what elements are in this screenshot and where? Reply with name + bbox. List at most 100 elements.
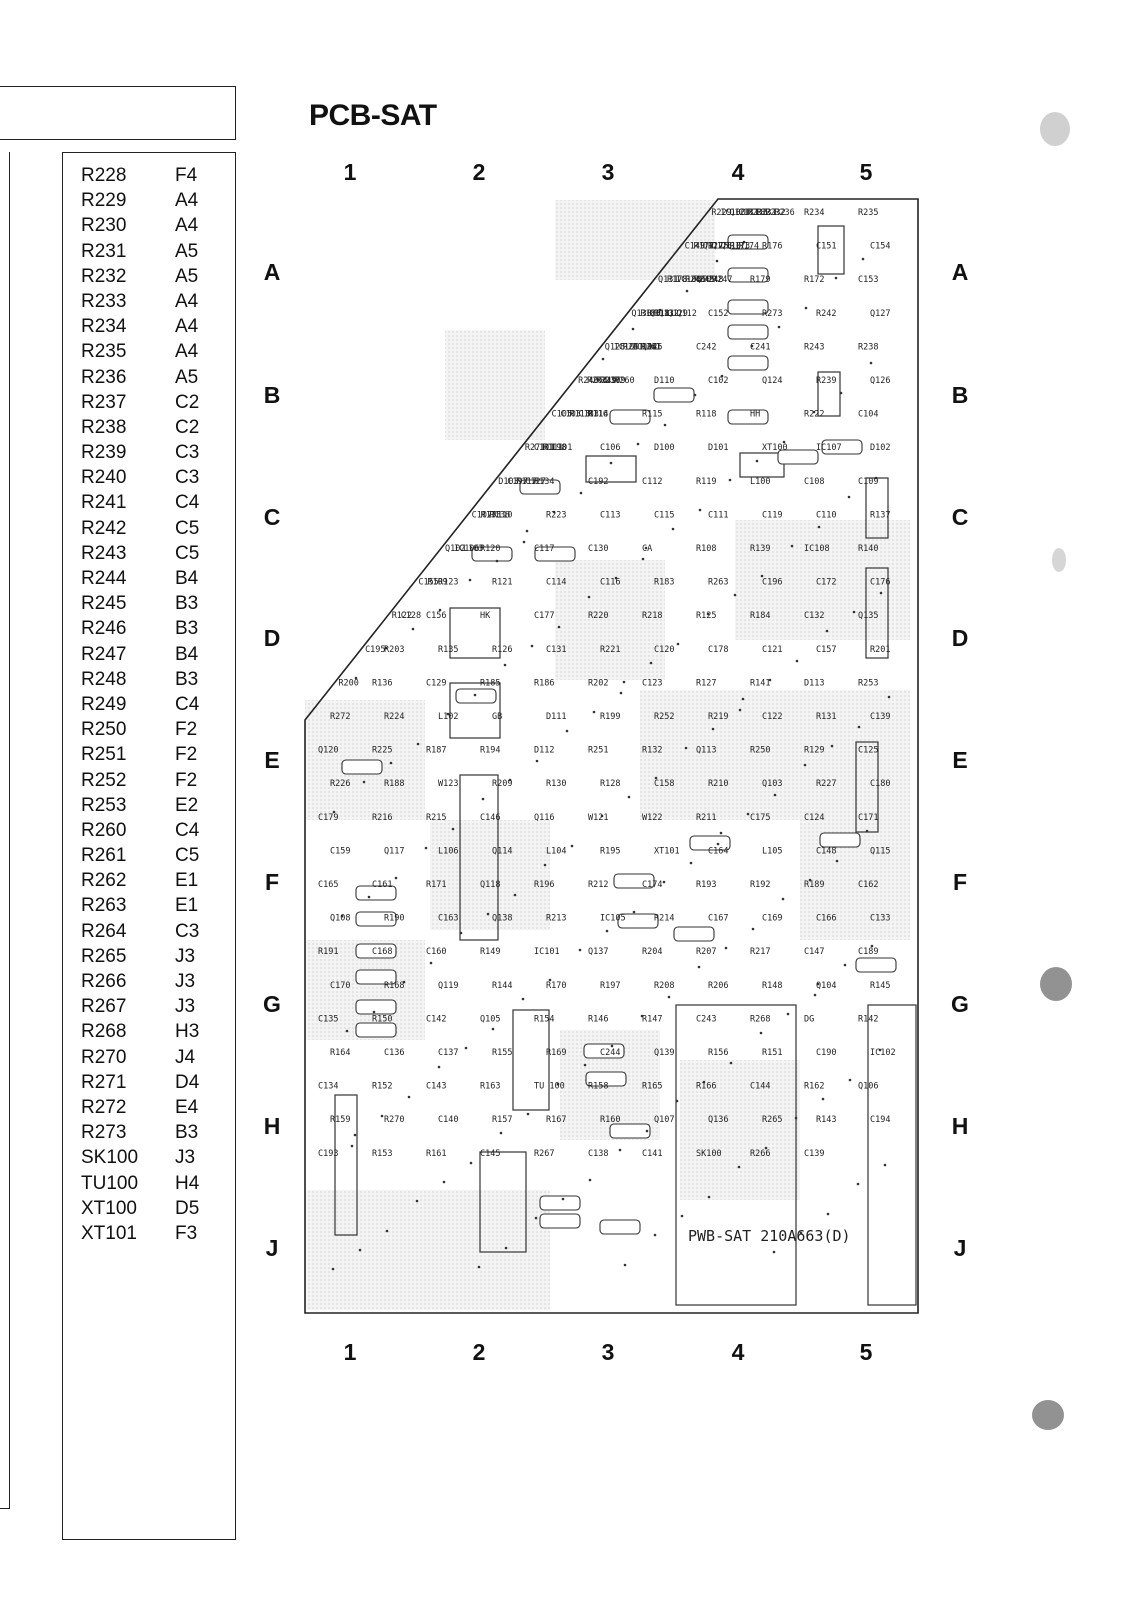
solder-pad bbox=[618, 1148, 622, 1152]
solder-pad bbox=[610, 1044, 614, 1048]
component-label: C181 bbox=[738, 208, 758, 218]
component-label: R117 bbox=[516, 477, 536, 487]
component-label: R172 bbox=[804, 275, 824, 285]
component-label: W122 bbox=[642, 813, 662, 823]
component-label: R136 bbox=[372, 678, 392, 688]
component-label: C112 bbox=[642, 477, 662, 487]
chip-footprint bbox=[449, 682, 501, 739]
component-label: R181 bbox=[654, 309, 674, 319]
solder-pad bbox=[760, 574, 764, 578]
component-label: C152 bbox=[708, 309, 728, 319]
component-label: C107 bbox=[472, 510, 492, 520]
component-label: R186 bbox=[534, 678, 554, 688]
solder-pad bbox=[689, 861, 693, 865]
component-label: C139 bbox=[804, 1149, 824, 1159]
transistor-body bbox=[534, 546, 576, 562]
binder-hole-mark bbox=[1032, 1400, 1064, 1430]
component-label: R132 bbox=[642, 746, 662, 756]
chip-footprint bbox=[817, 225, 845, 275]
transistor-body bbox=[727, 267, 769, 283]
transistor-body bbox=[355, 885, 397, 901]
component-label: R263 bbox=[708, 578, 728, 588]
component-label: R233 bbox=[747, 208, 767, 218]
solder-pad bbox=[684, 746, 688, 750]
solder-pad bbox=[773, 793, 777, 797]
solder-pad bbox=[557, 625, 561, 629]
component-label: R193 bbox=[696, 880, 716, 890]
component-label: R240 bbox=[578, 376, 598, 386]
component-location: A4 bbox=[175, 316, 199, 338]
solder-pad bbox=[548, 978, 552, 982]
component-label: R239 bbox=[816, 376, 836, 386]
component-ref: R240 bbox=[81, 467, 127, 489]
component-ref: R268 bbox=[81, 1021, 127, 1043]
component-label: Q137 bbox=[588, 947, 608, 957]
component-label: C144 bbox=[750, 1082, 770, 1092]
component-ref: R234 bbox=[81, 316, 127, 338]
solder-pad bbox=[601, 357, 605, 361]
solder-pad bbox=[878, 1048, 882, 1052]
component-label: R202 bbox=[588, 678, 608, 688]
component-ref: R230 bbox=[81, 215, 127, 237]
transistor-body bbox=[727, 324, 769, 340]
component-label: R156 bbox=[708, 1048, 728, 1058]
solder-pad bbox=[772, 1250, 776, 1254]
component-label: R143 bbox=[816, 1115, 836, 1125]
solder-pad bbox=[794, 1116, 798, 1120]
component-label: C110 bbox=[816, 510, 836, 520]
component-label: R273 bbox=[762, 309, 782, 319]
solder-pad bbox=[641, 557, 645, 561]
component-label: R108 bbox=[696, 544, 716, 554]
component-label: C132 bbox=[804, 611, 824, 621]
solder-pad bbox=[848, 1078, 852, 1082]
component-label: D109 bbox=[605, 376, 625, 386]
component-ref: R243 bbox=[81, 542, 127, 564]
shaded-region bbox=[305, 1190, 550, 1310]
component-label: R199 bbox=[600, 712, 620, 722]
row-label-right: A bbox=[951, 259, 969, 285]
component-label: C180 bbox=[870, 779, 890, 789]
component-label: R195 bbox=[600, 846, 620, 856]
solder-pad bbox=[662, 880, 666, 884]
component-label: Q106 bbox=[858, 1082, 878, 1092]
component-label: R234 bbox=[804, 208, 824, 218]
solder-pad bbox=[468, 578, 472, 582]
solder-pad bbox=[839, 391, 843, 395]
component-location: F2 bbox=[175, 744, 198, 766]
solder-pad bbox=[499, 1131, 503, 1135]
solder-pad bbox=[525, 529, 529, 533]
solder-pad bbox=[719, 831, 723, 835]
solder-pad bbox=[781, 897, 785, 901]
solder-pad bbox=[345, 1029, 349, 1033]
component-label: Q110 bbox=[721, 242, 741, 252]
solder-pad bbox=[570, 844, 574, 848]
component-label: C165 bbox=[318, 880, 338, 890]
solder-pad bbox=[834, 276, 838, 280]
component-label: R264 bbox=[587, 376, 607, 386]
component-location: H3 bbox=[175, 1021, 200, 1043]
component-label: L103 bbox=[463, 544, 483, 554]
solder-pad bbox=[644, 546, 648, 550]
pwb-label: PWB-SAT 210A663(D) bbox=[688, 1227, 851, 1245]
solder-pad bbox=[561, 1197, 565, 1201]
component-location: J3 bbox=[175, 945, 196, 967]
solder-pad bbox=[367, 895, 371, 899]
solder-pad bbox=[653, 1233, 657, 1237]
component-label: W121 bbox=[588, 813, 608, 823]
component-ref: R260 bbox=[81, 819, 127, 841]
component-label: Q120 bbox=[318, 746, 338, 756]
solder-pad bbox=[372, 1010, 376, 1014]
component-label: D111 bbox=[546, 712, 566, 722]
component-label: R229 bbox=[711, 208, 731, 218]
solder-pad bbox=[782, 440, 786, 444]
component-label: R192 bbox=[750, 880, 770, 890]
component-label: Q125 bbox=[642, 342, 662, 352]
transistor-body bbox=[355, 911, 397, 927]
solder-pad bbox=[579, 491, 583, 495]
component-label: R206 bbox=[708, 981, 728, 991]
